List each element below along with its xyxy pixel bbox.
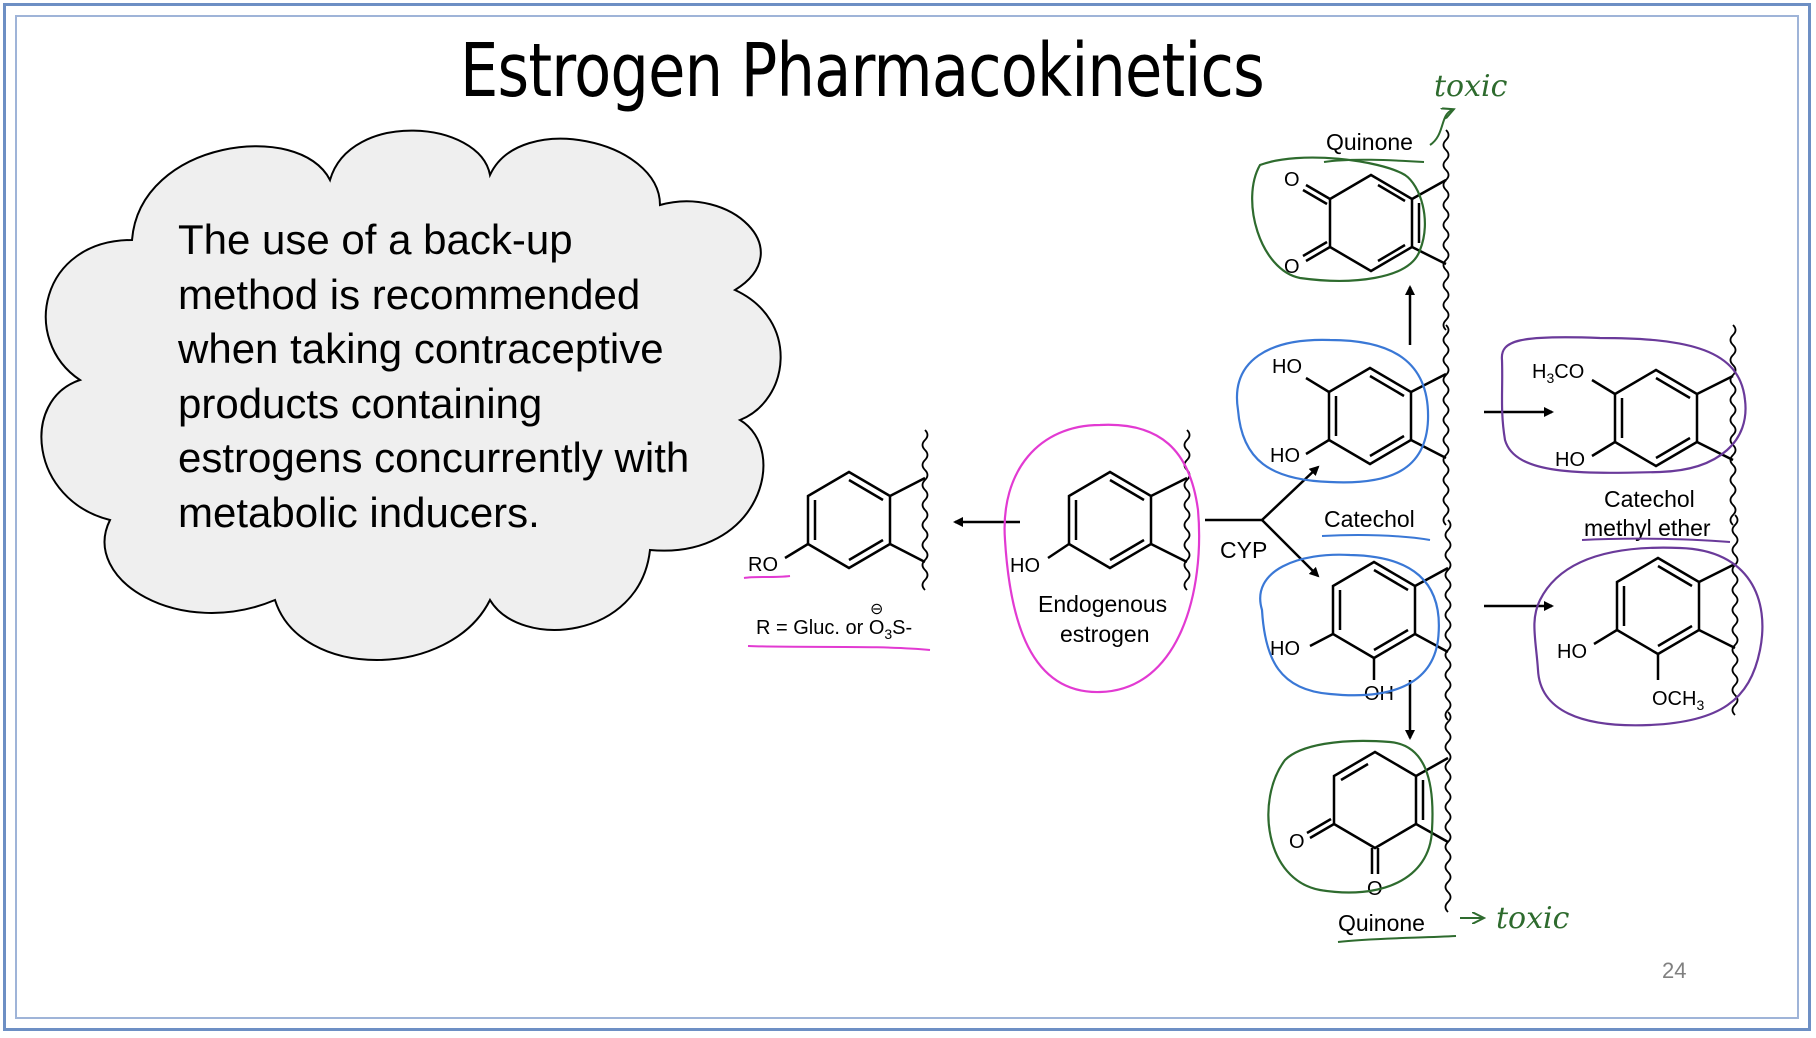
catechol-2oh-ho-bottom: HO bbox=[1270, 445, 1300, 467]
cyp-label: CYP bbox=[1220, 537, 1267, 563]
blue-circle-catechol-2oh bbox=[1235, 338, 1430, 484]
quinone-bottom-o-left: O bbox=[1289, 831, 1305, 853]
green-underline-top-quinone bbox=[1323, 158, 1425, 163]
callout-line: when taking contraceptive bbox=[178, 325, 664, 372]
methyl-ether-bottom-ho: HO bbox=[1557, 641, 1587, 663]
green-circle-bottom-quinone bbox=[1267, 739, 1434, 894]
slide-frame bbox=[3, 3, 1811, 1031]
quinone-top-o-top: O bbox=[1284, 169, 1300, 191]
purple-underline-methyl-ether bbox=[1581, 537, 1731, 543]
conjugate-ro-label: RO bbox=[748, 554, 778, 576]
green-arrow-top-toxic bbox=[1429, 110, 1452, 146]
quinone-top-label: Quinone bbox=[1326, 129, 1413, 155]
callout-line: method is recommended bbox=[178, 270, 641, 318]
catechol-2oh-ho-top: HO bbox=[1272, 356, 1302, 378]
conjugate-structure bbox=[784, 429, 929, 591]
toxic-annotation-bottom: toxic bbox=[1496, 901, 1570, 936]
methyl-ether-top-structure bbox=[1591, 324, 1737, 526]
page-number: 24 bbox=[1662, 958, 1687, 983]
methyl-ether-top-ho: HO bbox=[1555, 449, 1585, 471]
catechol-2oh-structure bbox=[1305, 324, 1450, 526]
callout-text: The use of a back-up method is recommend… bbox=[178, 213, 768, 540]
blue-underline-catechol bbox=[1321, 534, 1431, 541]
quinone-bottom-structure bbox=[1306, 711, 1452, 913]
parent-name-line1: Endogenous bbox=[1038, 591, 1167, 617]
methyl-ether-label-line2: methyl ether bbox=[1584, 515, 1711, 541]
purple-circle-methyl-ether-bottom bbox=[1533, 546, 1764, 727]
conjugate-r-definition: R = Gluc. or O3S- bbox=[756, 617, 912, 642]
quinone-bottom-label: Quinone bbox=[1338, 910, 1425, 936]
slide-frame-inner bbox=[15, 15, 1799, 1019]
methyl-ether-label-line1: Catechol bbox=[1604, 486, 1695, 512]
magenta-underline-r-definition bbox=[747, 645, 931, 651]
methyl-ether-bottom-structure bbox=[1593, 514, 1739, 716]
callout-line: products containing bbox=[178, 379, 543, 427]
catechol-label: Catechol bbox=[1324, 506, 1415, 532]
purple-circle-methyl-ether-top bbox=[1500, 336, 1747, 474]
slide-title: Estrogen Pharmacokinetics bbox=[460, 28, 1265, 114]
callout-line: estrogens concurrently with bbox=[178, 434, 690, 481]
parent-name-line2: estrogen bbox=[1060, 621, 1150, 647]
toxic-annotation-top: toxic bbox=[1434, 69, 1508, 104]
green-circle-top-quinone bbox=[1251, 156, 1426, 282]
methyl-ether-top-h3co: H3CO bbox=[1532, 361, 1584, 386]
callout-line: metabolic inducers. bbox=[178, 488, 540, 536]
magenta-underline-ro bbox=[743, 575, 791, 579]
catechol-4oh-structure bbox=[1309, 519, 1452, 721]
parent-estrogen-structure bbox=[1047, 429, 1191, 591]
thought-cloud bbox=[40, 129, 782, 661]
blue-circle-catechol-4oh bbox=[1259, 553, 1440, 697]
green-underline-bottom-quinone bbox=[1337, 935, 1457, 943]
methyl-ether-bottom-och3: OCH3 bbox=[1652, 688, 1704, 713]
parent-ho-label: HO bbox=[1010, 555, 1040, 577]
catechol-4oh-ho: HO bbox=[1270, 638, 1300, 660]
callout-line: The use of a back-up bbox=[178, 216, 573, 263]
quinone-bottom-o-bottom: O bbox=[1367, 878, 1383, 900]
cyp-arrows bbox=[1205, 465, 1320, 578]
conjugate-charge-symbol: ⊖ bbox=[870, 601, 883, 618]
magenta-circle-parent bbox=[1003, 423, 1201, 694]
quinone-top-structure bbox=[1302, 129, 1450, 331]
